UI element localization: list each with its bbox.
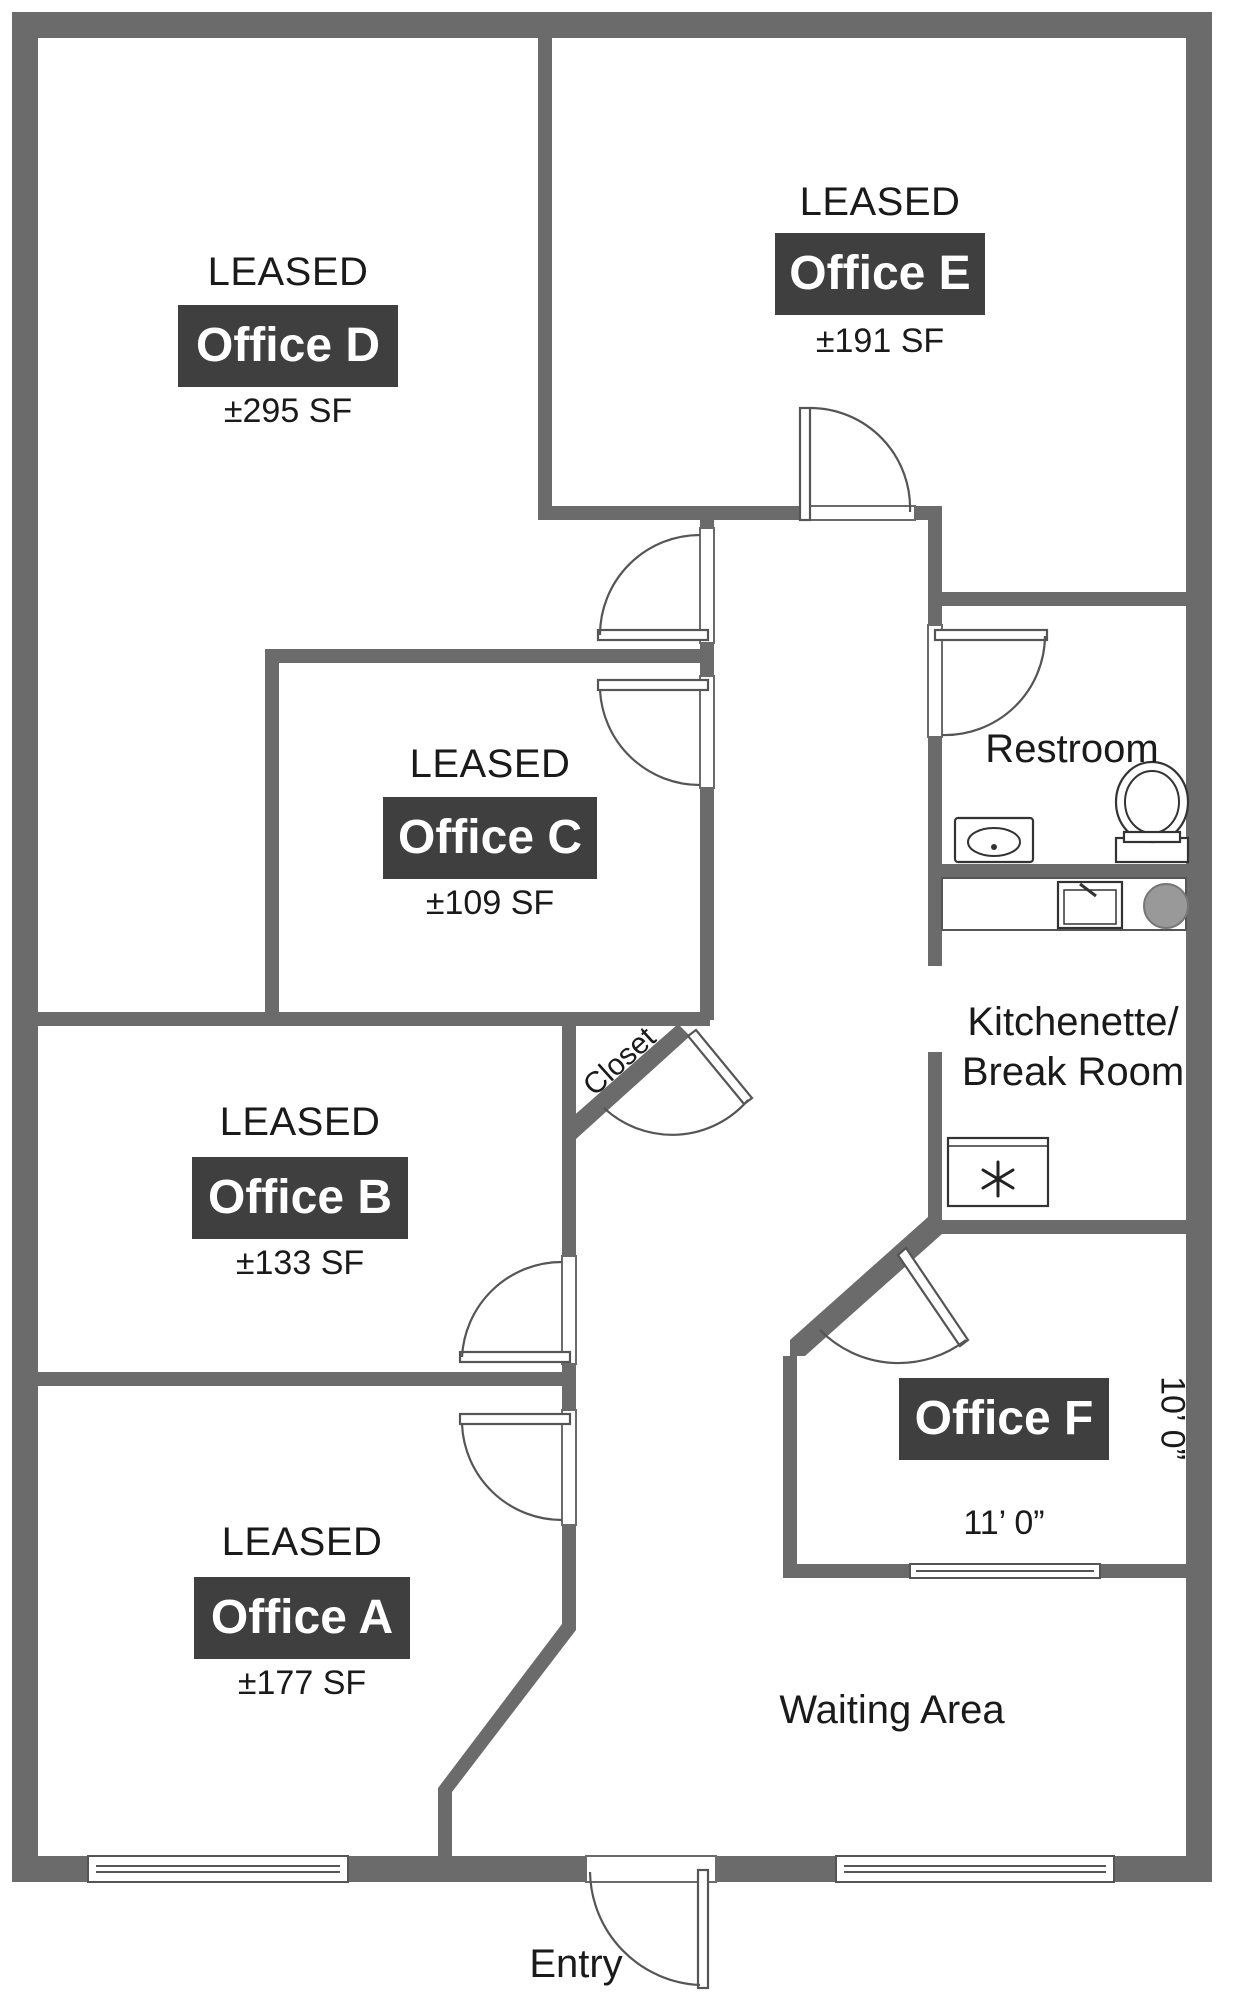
waiting-area-label: Waiting Area xyxy=(779,1688,1005,1732)
office-c-name[interactable]: Office C xyxy=(383,797,597,879)
wall xyxy=(265,649,710,663)
office-f-depth-dimension: 10’ 0” xyxy=(1153,1376,1192,1460)
wall xyxy=(538,38,552,518)
office-b-name[interactable]: Office B xyxy=(192,1157,408,1239)
office-b-status: LEASED xyxy=(219,1100,381,1144)
office-a-area: ±177 SF xyxy=(237,1664,367,1702)
restroom-label: Restroom xyxy=(985,727,1159,771)
wall xyxy=(438,1620,576,1856)
window-icon xyxy=(909,1563,1101,1579)
office-d-status: LEASED xyxy=(207,250,369,294)
door-swing-icon[interactable] xyxy=(585,1855,717,1990)
office-c-status: LEASED xyxy=(409,742,571,786)
office-d-area: ±295 SF xyxy=(223,392,353,430)
door-swing-icon[interactable] xyxy=(927,624,1049,738)
door-swing-icon[interactable] xyxy=(798,406,916,522)
wall xyxy=(928,864,1186,878)
kitchenette-label-line1: Kitchenette/ xyxy=(967,1000,1179,1044)
doors xyxy=(458,406,1049,1990)
door-swing-icon[interactable] xyxy=(819,1246,970,1365)
door-swing-icon[interactable] xyxy=(458,1409,577,1526)
wall xyxy=(783,1356,797,1576)
office-a-status: LEASED xyxy=(221,1520,383,1564)
door-swing-icon[interactable] xyxy=(596,675,715,789)
fridge-snowflake-icon xyxy=(946,1136,1050,1208)
toilet-icon xyxy=(1114,760,1190,864)
door-swing-icon[interactable] xyxy=(603,1028,754,1136)
office-e-area: ±191 SF xyxy=(815,322,945,360)
stove-icon xyxy=(1143,883,1189,929)
fixtures xyxy=(941,760,1190,1208)
interior-walls xyxy=(38,38,1186,1856)
wall xyxy=(928,592,1186,606)
wall xyxy=(928,1220,1186,1234)
wall xyxy=(38,1372,568,1386)
exterior-walls xyxy=(12,12,1212,1882)
wall xyxy=(38,1012,710,1026)
office-e-name[interactable]: Office E xyxy=(775,233,985,315)
office-b-area: ±133 SF xyxy=(235,1244,365,1282)
sink-icon xyxy=(953,816,1035,864)
office-f-name[interactable]: Office F xyxy=(899,1378,1109,1460)
wall xyxy=(928,1052,942,1217)
office-a-name[interactable]: Office A xyxy=(194,1577,410,1659)
kitchenette-label-line2: Break Room xyxy=(961,1050,1185,1094)
door-swing-icon[interactable] xyxy=(458,1255,577,1365)
wall xyxy=(265,649,279,1019)
entry-label: Entry xyxy=(529,1942,623,1986)
office-f-width-dimension: 11’ 0” xyxy=(963,1504,1045,1542)
wall xyxy=(562,1024,690,1139)
windows xyxy=(87,1563,1115,1883)
office-c-area: ±109 SF xyxy=(425,884,555,922)
office-d-name[interactable]: Office D xyxy=(178,305,398,387)
window-icon xyxy=(87,1855,349,1883)
window-icon xyxy=(835,1855,1115,1883)
office-e-status: LEASED xyxy=(799,180,961,224)
door-swing-icon[interactable] xyxy=(596,527,715,644)
exterior-wall xyxy=(12,12,1212,1882)
